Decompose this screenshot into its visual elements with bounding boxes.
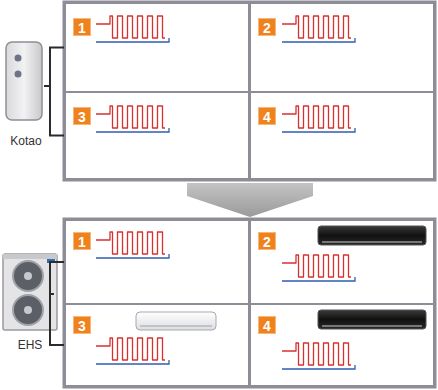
pipe-connector	[50, 262, 64, 294]
house-frame	[64, 2, 435, 180]
heating-pipe	[96, 232, 165, 254]
pipe-connector	[50, 294, 64, 345]
room-cell: 3	[64, 91, 250, 180]
room-cell: 1	[64, 2, 250, 93]
return-pipe	[282, 277, 355, 281]
outdoor-unit-icon	[3, 254, 57, 330]
room-number: 3	[73, 107, 91, 125]
room-number: 2	[258, 232, 276, 250]
pipe-connector	[44, 86, 64, 136]
boiler: Kotao	[2, 40, 50, 148]
return-pipe	[282, 128, 355, 132]
return-pipe	[96, 360, 169, 364]
room-cell: 2	[249, 2, 435, 93]
room-number: 3	[73, 316, 91, 334]
heating-pipe	[96, 16, 165, 38]
heating-pipe	[96, 106, 165, 128]
return-pipe	[96, 254, 169, 258]
pipe-connector	[44, 48, 64, 87]
return-pipe	[96, 128, 169, 132]
room-number: 1	[73, 232, 91, 250]
room-cell: 4	[249, 303, 435, 387]
unit-label: EHS	[18, 338, 43, 352]
boiler-icon	[6, 42, 42, 120]
room-cell: 2	[249, 219, 435, 305]
heating-pipe	[282, 343, 351, 365]
wall-ac-unit	[318, 310, 426, 329]
heating-pipe	[282, 255, 351, 277]
wall-ac-unit	[136, 312, 216, 330]
room-number: 2	[258, 18, 276, 36]
room-number: 4	[258, 107, 276, 125]
floor-heating-coils	[96, 16, 355, 369]
room-cell: 4	[249, 91, 435, 180]
room-number: 4	[258, 316, 276, 334]
return-pipe	[282, 38, 355, 42]
heating-pipe	[282, 16, 351, 38]
room-number: 1	[73, 18, 91, 36]
return-pipe	[282, 365, 355, 369]
return-pipe	[96, 38, 169, 42]
transition-arrow	[187, 183, 313, 217]
wall-ac-unit	[318, 226, 426, 245]
heating-pipe	[282, 106, 351, 128]
room-cell: 3	[64, 303, 250, 387]
room-cell: 1	[64, 219, 250, 305]
unit-label: Kotao	[10, 134, 41, 148]
house-frame	[64, 219, 435, 387]
outdoor-unit: EHS	[0, 252, 60, 352]
heating-pipe	[96, 338, 165, 360]
